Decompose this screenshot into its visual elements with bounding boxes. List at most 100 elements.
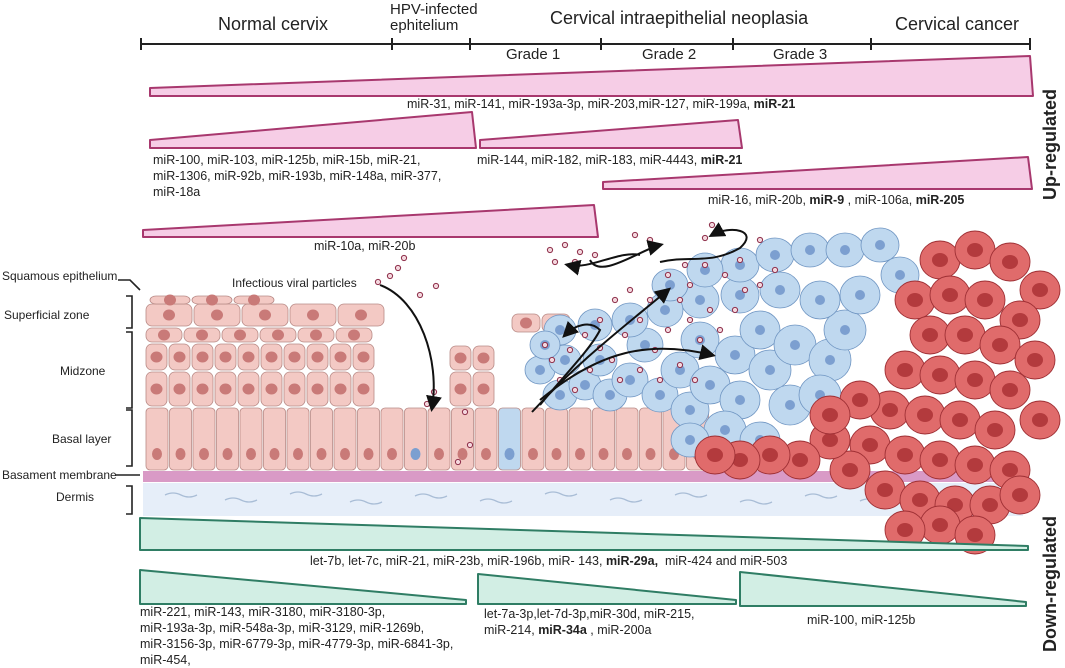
viral-particle [561, 241, 569, 249]
stage-cervical-cancer: Cervical cancer [895, 14, 1020, 34]
cancer-nucleus [1032, 283, 1048, 297]
basal-nucleus [175, 448, 186, 460]
normal-nucleus [311, 351, 324, 363]
viral-particle [400, 254, 408, 262]
cin-nucleus [840, 245, 850, 255]
basal-cell [216, 407, 239, 471]
viral-particle [576, 248, 584, 256]
cancer-nucleus [947, 498, 963, 512]
basal-nucleus [528, 448, 538, 460]
normal-nucleus [334, 351, 347, 363]
cancer-nucleus [917, 408, 933, 422]
cin-nucleus [895, 270, 905, 280]
basal-nucleus [246, 448, 256, 460]
cin-nucleus [825, 355, 835, 365]
cin-nucleus [685, 435, 695, 445]
basal-nucleus [410, 448, 421, 460]
cancer-nucleus [852, 393, 868, 407]
cancer-nucleus [932, 453, 948, 467]
viral-particle [432, 282, 440, 290]
normal-nucleus [477, 383, 490, 395]
normal-nucleus [348, 329, 360, 341]
cancer-nucleus [967, 373, 983, 387]
viral-particle [416, 291, 424, 299]
label-dermis: Dermis [56, 490, 94, 504]
label-squamous-epithelium: Squamous epithelium [2, 269, 118, 283]
cin-nucleus [695, 295, 705, 305]
normal-nucleus [173, 383, 186, 395]
viral-particle [696, 336, 704, 344]
cancer-nucleus [792, 453, 808, 467]
cancer-nucleus [897, 448, 913, 462]
normal-nucleus [357, 351, 370, 363]
stage-cin: Cervical intraepithelial neoplasia [550, 8, 809, 28]
cin-nucleus [640, 340, 650, 350]
normal-nucleus [163, 309, 175, 321]
up-row2b-text: miR-144, miR-182, miR-183, miR-4443, miR… [477, 153, 743, 167]
basal-cell [521, 407, 545, 471]
cin-nucleus [730, 350, 740, 360]
viral-particle [646, 296, 654, 304]
cin-nucleus [815, 295, 825, 305]
normal-nucleus [206, 294, 218, 306]
basal-nucleus [293, 448, 303, 460]
cancer-nucleus [1012, 313, 1028, 327]
cancer-nucleus [952, 413, 968, 427]
cin-nucleus [660, 305, 670, 315]
viral-particle [681, 261, 689, 269]
viral-particle [771, 266, 779, 274]
basal-cell [451, 407, 474, 471]
basal-cell [615, 407, 639, 471]
normal-nucleus [520, 317, 532, 329]
cancer-nucleus [977, 293, 993, 307]
basal-nucleus [434, 448, 444, 460]
cin-nucleus [605, 390, 615, 400]
basal-nucleus [551, 448, 562, 460]
cancer-nucleus [762, 448, 778, 462]
up-wedge-normal-hpv [149, 111, 477, 149]
viral-particle [756, 236, 764, 244]
viral-particle [631, 231, 639, 239]
cancer-nucleus [877, 483, 893, 497]
basal-cell [357, 407, 380, 471]
normal-nucleus [219, 351, 232, 363]
cancer-nucleus [932, 518, 948, 532]
viral-particle [741, 286, 749, 294]
normal-nucleus [272, 329, 284, 341]
cin-nucleus [755, 325, 765, 335]
basal-cell [310, 407, 333, 471]
viral-particle [621, 331, 629, 339]
cancer-nucleus [922, 328, 938, 342]
infection-arrows [379, 222, 748, 413]
cancer-nucleus [967, 458, 983, 472]
basal-nucleus [622, 448, 632, 460]
basal-cell [169, 407, 192, 471]
basal-nucleus [316, 448, 327, 460]
cancer-nucleus [932, 253, 948, 267]
normal-nucleus [150, 383, 163, 395]
viral-particle [581, 331, 589, 339]
cancer-nucleus [862, 438, 878, 452]
cancer-nucleus [842, 463, 858, 477]
basal-cell [474, 407, 498, 471]
cancer-nucleus [992, 338, 1008, 352]
cin-nucleus [840, 325, 850, 335]
cin-nucleus [720, 425, 730, 435]
basal-nucleus [387, 448, 397, 460]
label-superficial-zone: Superficial zone [4, 308, 90, 322]
basal-cell [333, 407, 357, 471]
normal-nucleus [173, 351, 186, 363]
viral-particle [664, 326, 672, 334]
cancer-nucleus [912, 493, 928, 507]
viral-particle [701, 261, 709, 269]
viral-particle [636, 366, 644, 374]
viral-particle [626, 286, 634, 294]
down-wedge-normal-hpv [139, 569, 467, 605]
cin-nucleus [735, 260, 745, 270]
normal-nucleus [219, 383, 232, 395]
basal-nucleus [457, 448, 468, 460]
viral-particle [394, 264, 402, 272]
basal-nucleus [269, 448, 280, 460]
label-viral-particles: Infectious viral particles [232, 276, 357, 290]
